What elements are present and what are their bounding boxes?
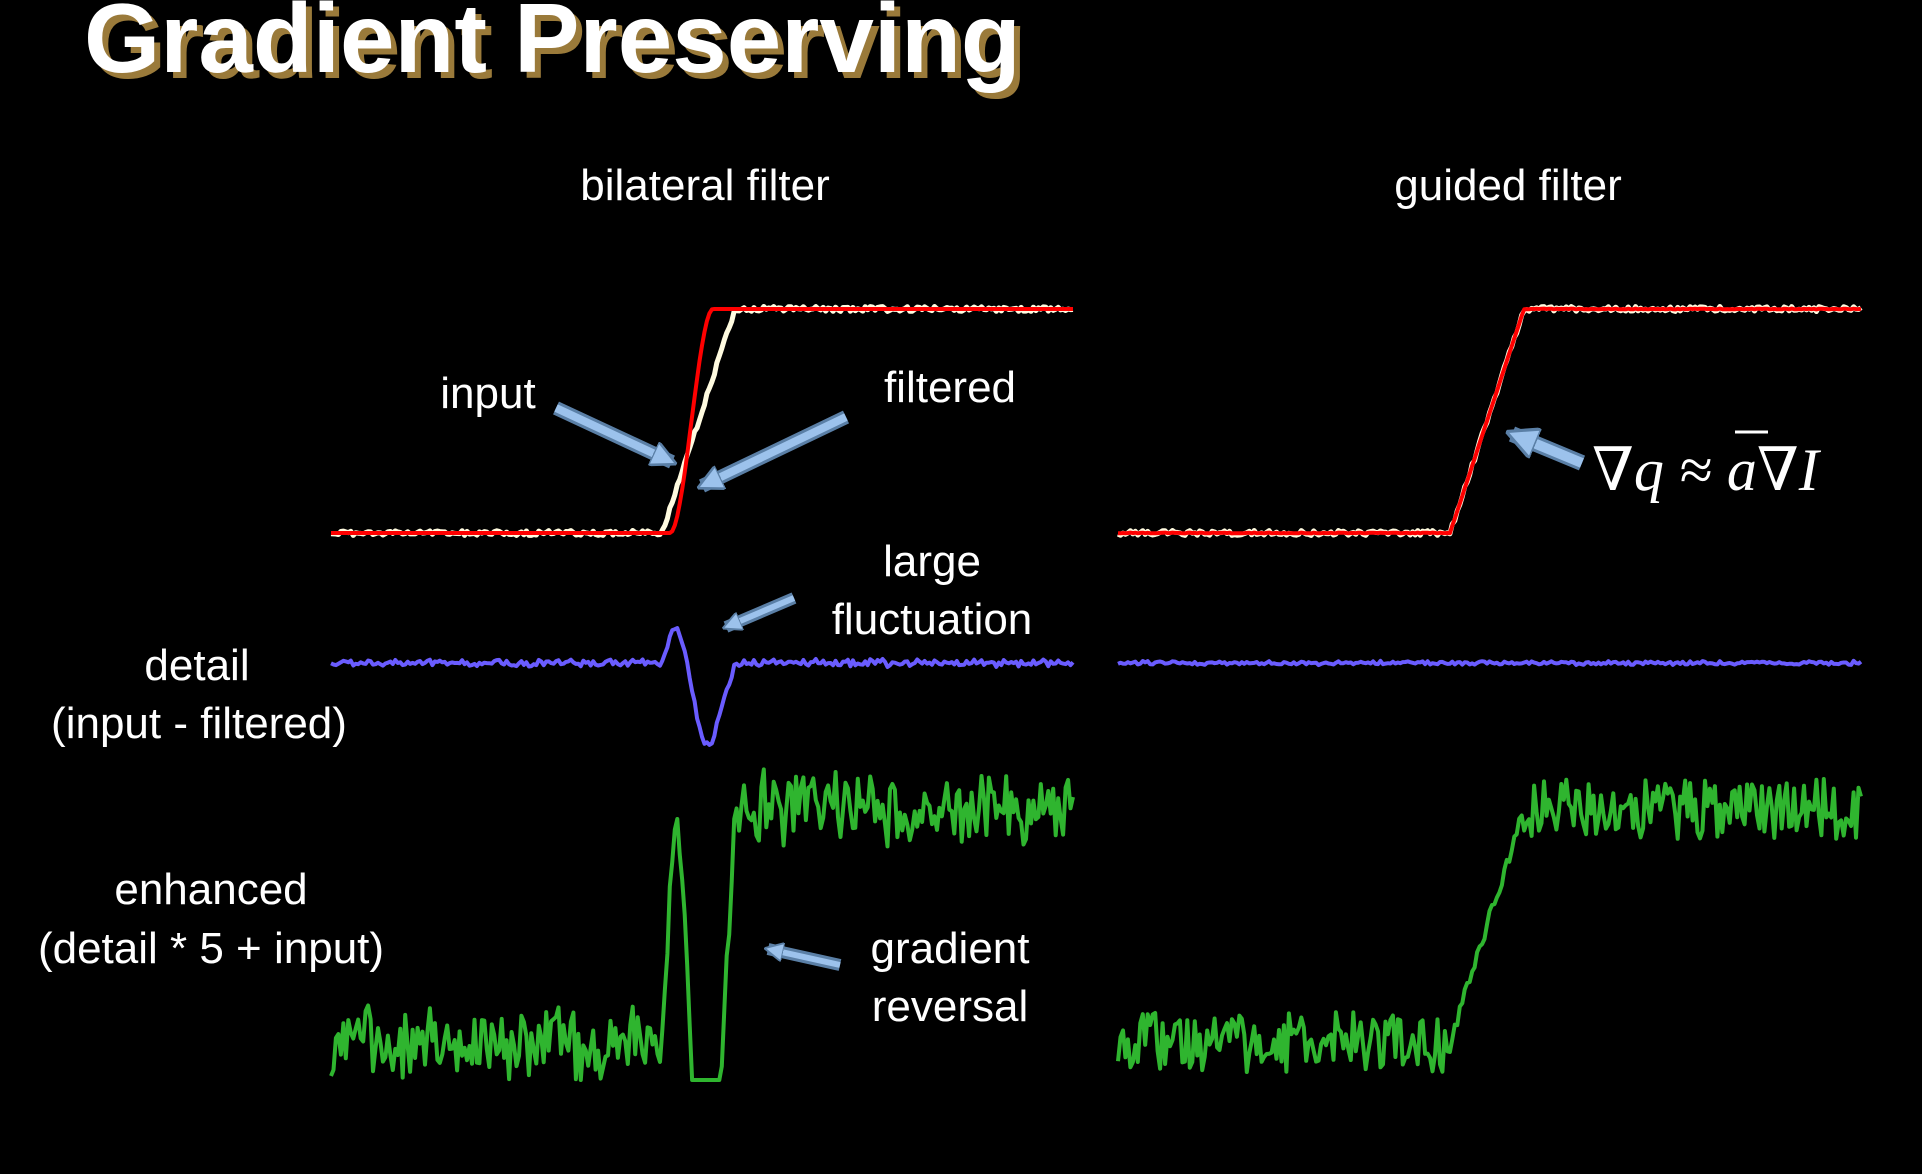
label-detail-formula: (input - filtered) — [51, 699, 347, 748]
label-reversal: reversal — [872, 982, 1029, 1031]
guided-filter-formula: ∇q ≈ a∇I — [1592, 437, 1822, 503]
label-gradient: gradient — [870, 924, 1029, 973]
label-filtered: filtered — [884, 363, 1016, 412]
label-enhanced: enhanced — [114, 865, 307, 914]
bilateral-detail-signal — [330, 626, 1075, 747]
bilateral-enhanced-signal — [329, 767, 1075, 1082]
arrow-gradient-reversal-icon — [768, 949, 841, 968]
signal-plots — [329, 304, 1863, 1082]
label-detail: detail — [144, 641, 249, 690]
arrow-filtered-icon — [702, 413, 848, 486]
bilateral-filtered-signal — [331, 307, 1073, 535]
arrow-formula-icon — [1512, 434, 1584, 468]
guided-detail-signal — [1117, 658, 1863, 668]
guided-filtered-signal — [1117, 306, 1862, 536]
label-fluctuation: fluctuation — [832, 595, 1033, 644]
annotation-arrows — [553, 401, 1586, 971]
column-title-guided: guided filter — [1394, 161, 1621, 210]
label-input: input — [440, 369, 535, 418]
column-title-bilateral: bilateral filter — [580, 161, 829, 210]
guided-enhanced-signal — [1116, 777, 1863, 1074]
slide-title: Gradient Preserving — [84, 0, 1021, 93]
label-large: large — [883, 537, 981, 586]
arrow-input-icon — [554, 404, 672, 462]
arrow-fluctuation-icon — [726, 595, 796, 627]
label-enhanced-formula: (detail * 5 + input) — [38, 924, 384, 973]
